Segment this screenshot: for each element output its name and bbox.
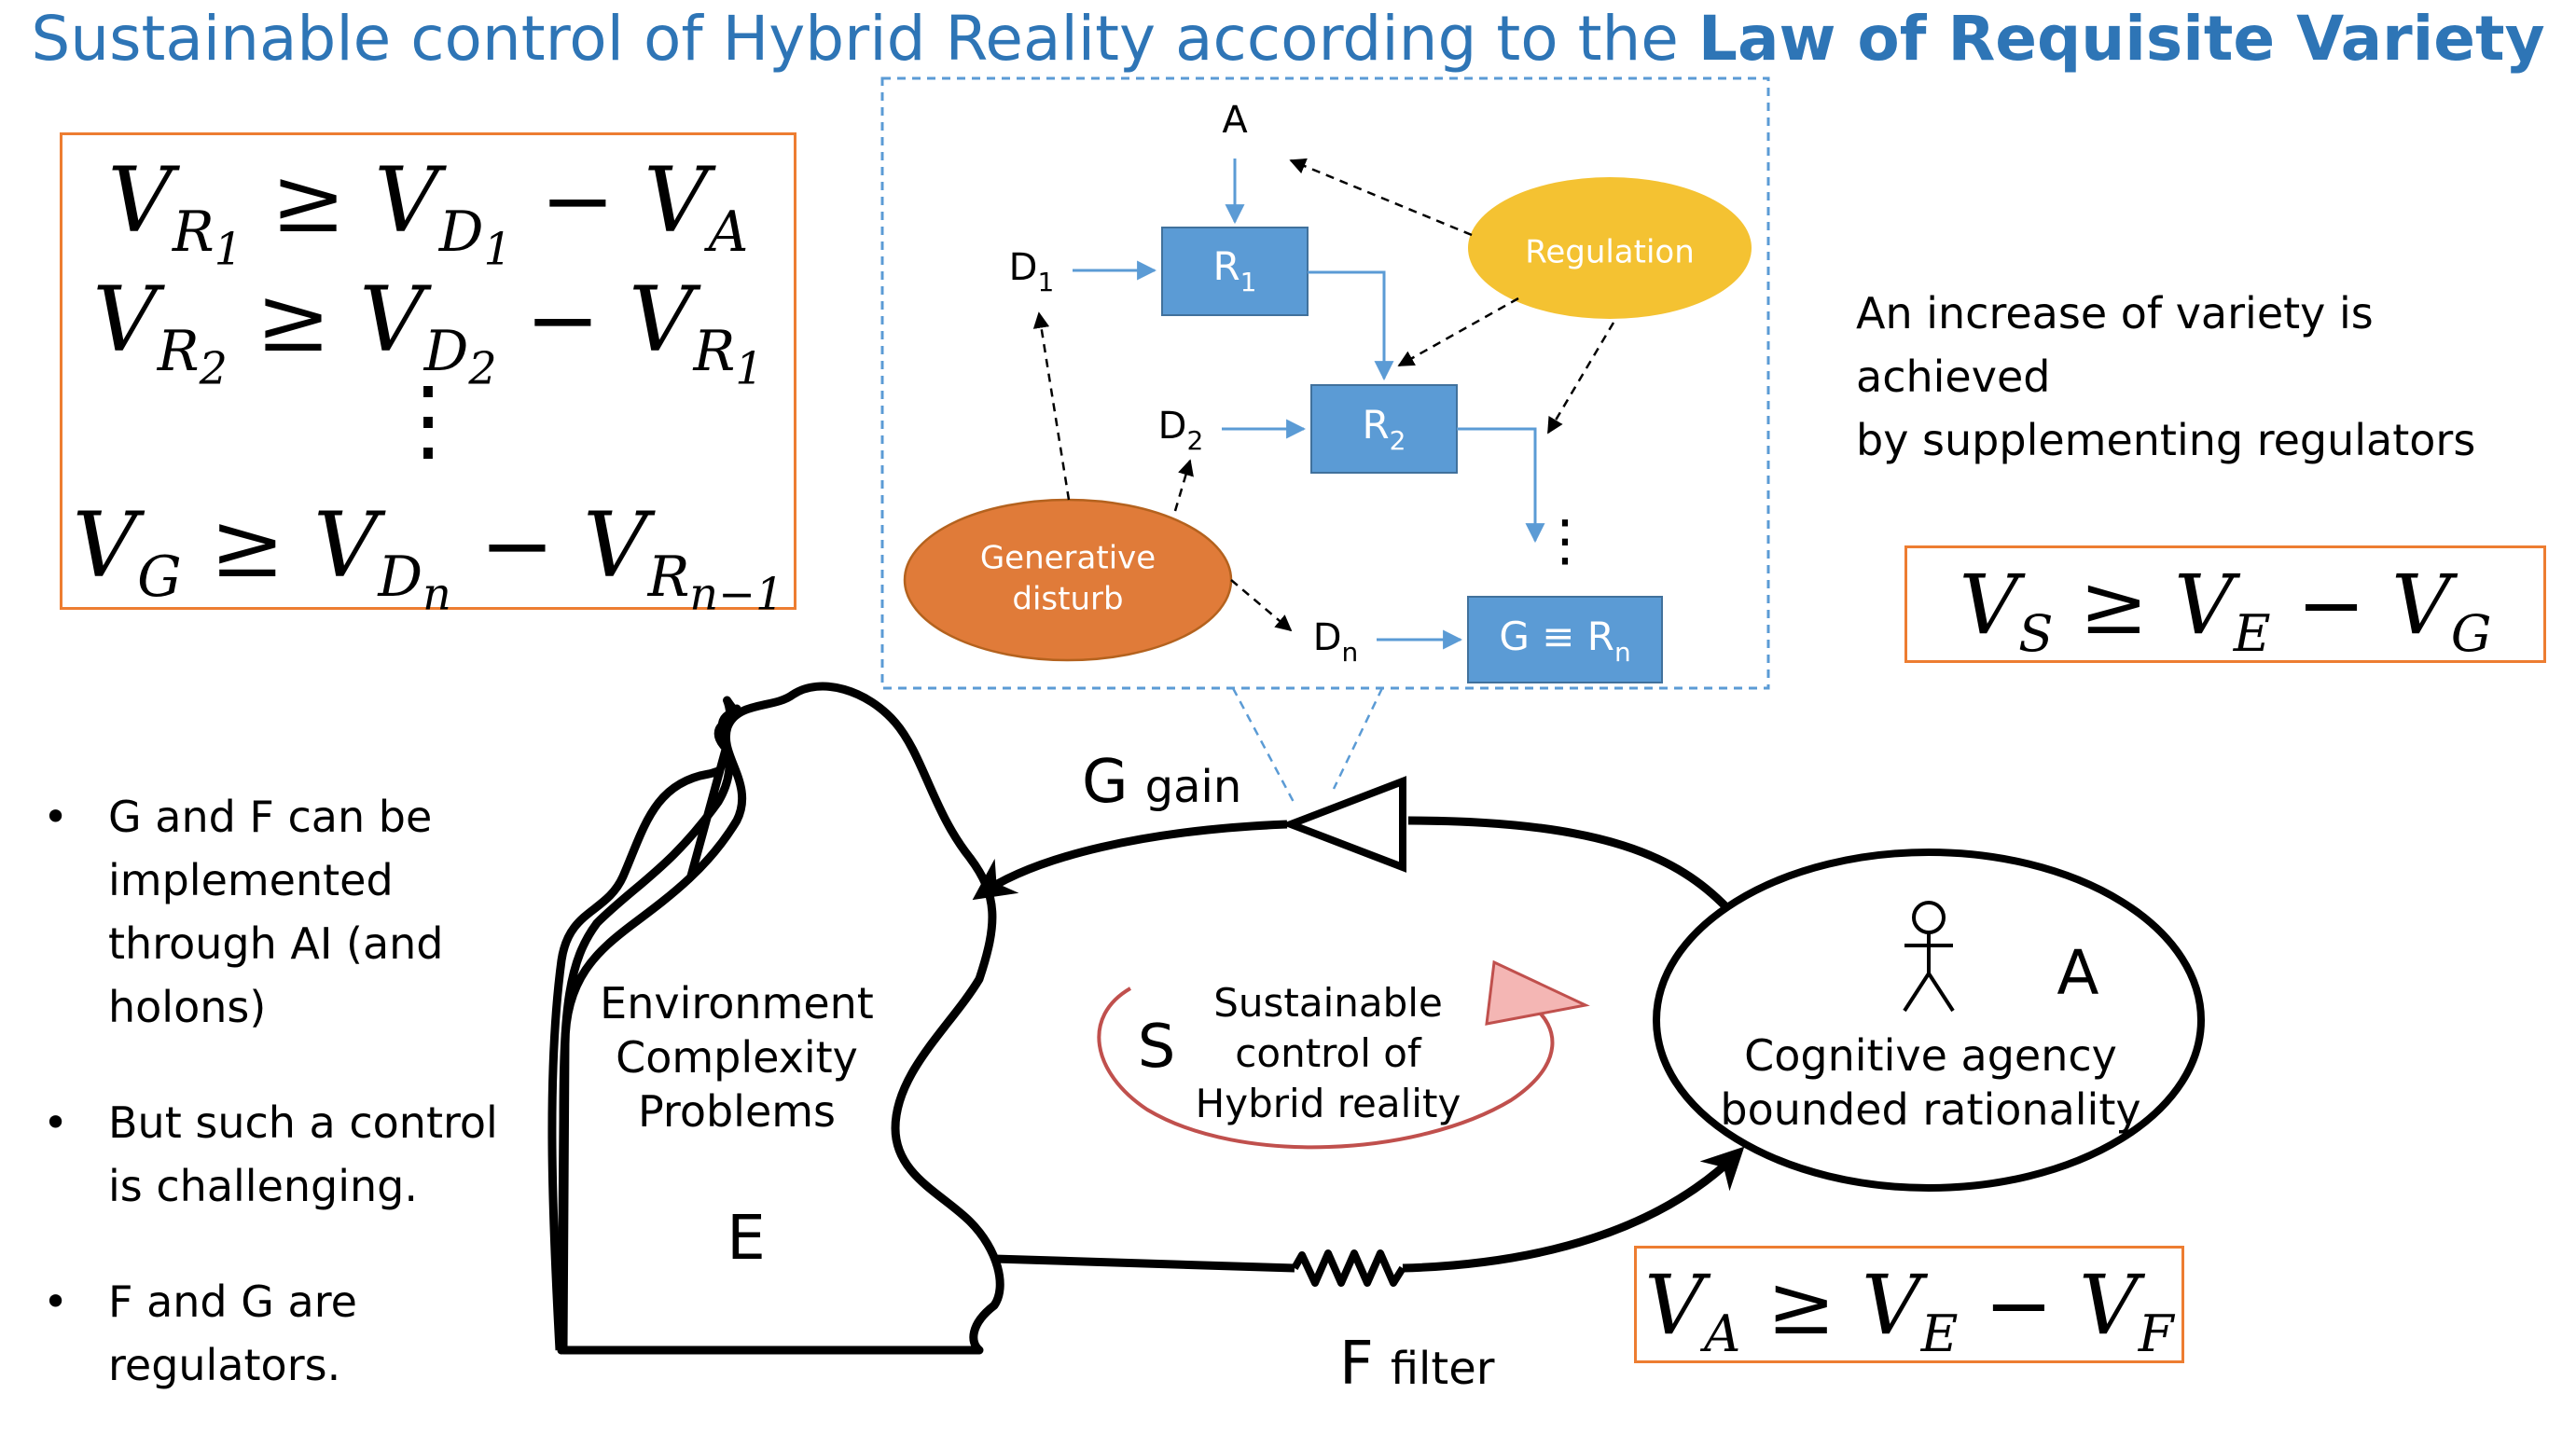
regulation-label: Regulation: [1525, 234, 1695, 271]
gain-triangle: [1280, 776, 1406, 873]
env-label-1: Environment: [600, 978, 874, 1028]
inset-a-label: A: [1222, 99, 1248, 142]
filter-resistor: [1291, 1249, 1406, 1287]
right-note: An increase of variety is achieved by su…: [1856, 288, 2476, 465]
filter-path-right: [1402, 1146, 1745, 1273]
env-label-2: Complexity: [616, 1032, 858, 1083]
equation-box-s: VS ≥ VE − VG: [1904, 545, 2546, 663]
dashed-gen-to-d1: [1032, 311, 1071, 501]
cycle-arrow: [1097, 987, 1555, 1150]
dashed-reg-to-r2: [1397, 297, 1519, 367]
dashed-gen-to-d2: [1173, 459, 1194, 512]
regulator-gn-box: [1467, 596, 1663, 683]
equation-box-a: VA ≥ VE − VF: [1634, 1246, 2184, 1363]
inset-frame: [880, 76, 1770, 690]
regulator-gn-label: G ≡ Rn: [1499, 614, 1630, 668]
regulator-r1-label: R1: [1212, 243, 1256, 297]
filter-path-left: [993, 1254, 1295, 1273]
agency-ellipse: [1653, 849, 2205, 1192]
arrow-r1-to-r2: [1308, 270, 1394, 381]
inset-d1-label: D1: [1009, 246, 1055, 297]
callout-line-right: [1332, 687, 1384, 790]
dashed-reg-to-a: [1289, 158, 1473, 237]
env-label-3: Problems: [638, 1086, 836, 1137]
sustainable-label-1: Sustainable: [1213, 980, 1443, 1026]
equation-line-2: VR2 ≥ VD2 − VR1: [92, 268, 764, 395]
regulator-r2-label: R2: [1362, 402, 1406, 456]
sustainable-label-2: control of: [1235, 1030, 1422, 1076]
callout-line-left: [1231, 687, 1296, 805]
cycle-arrowhead: [1485, 959, 1590, 1026]
equation-ellipsis: ⋮: [383, 367, 473, 472]
env-letter: E: [727, 1202, 766, 1274]
left-equation-box: VR1 ≥ VD1 − VA VR2 ≥ VD2 − VR1 ⋮ VG ≥ VD…: [60, 132, 796, 620]
equation-line-1: VR1 ≥ VD1 − VA: [107, 148, 749, 276]
arrow-r2-to-gn: [1457, 427, 1545, 544]
page-title: Sustainable control of Hybrid Reality ac…: [31, 3, 2545, 75]
equation-line-4: VG ≥ VDn − VRn−1: [72, 493, 784, 621]
agency-letter: A: [2057, 937, 2098, 1009]
dashed-gen-to-dn: [1230, 579, 1293, 632]
regulator-r2-box: [1310, 384, 1458, 474]
dashed-reg-to-vdots: [1546, 322, 1615, 435]
s-letter: S: [1138, 1013, 1176, 1082]
person-icon: [1903, 901, 1955, 1013]
environment-shape: [559, 682, 1004, 1355]
gain-path: [1407, 816, 1731, 912]
agency-label-1: Cognitive agency: [1744, 1030, 2117, 1081]
regulation-ellipse: [1468, 177, 1752, 319]
generative-label-1: Generative: [980, 540, 1156, 577]
inset-vdots: ⋮: [1537, 508, 1593, 573]
gain-path-to-env: [972, 820, 1288, 901]
inset-d2-label: D2: [1158, 405, 1204, 456]
agency-label-2: bounded rationality: [1720, 1084, 2140, 1135]
sustainable-label-3: Hybrid reality: [1196, 1081, 1461, 1126]
inset-dn-label: Dn: [1313, 616, 1359, 668]
generative-label-2: disturb: [1012, 581, 1123, 618]
